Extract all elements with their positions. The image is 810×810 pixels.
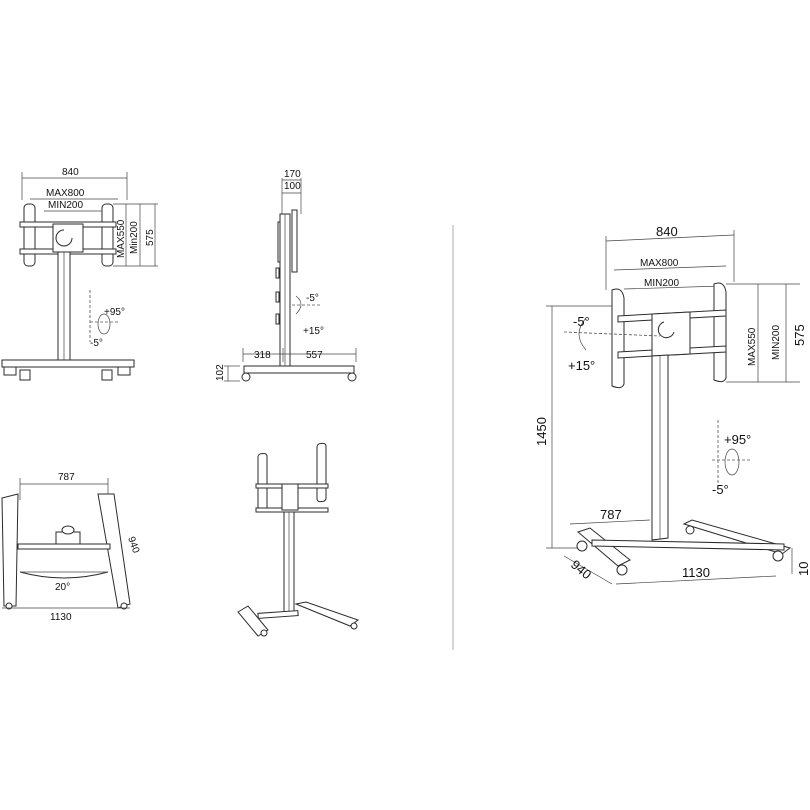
front-width-label: 840 — [62, 167, 79, 178]
side-base — [243, 365, 355, 374]
front-base — [1, 359, 135, 368]
iso-wheel-3 — [685, 525, 695, 535]
side-base-rear-label: 318 — [254, 350, 271, 361]
iso-swivel-up-label: +95° — [724, 432, 751, 447]
top-leg-left — [1, 493, 19, 607]
front-vesa-max-h-label: MAX800 — [46, 188, 85, 199]
iso-tilt-pos-label: +15° — [568, 358, 595, 373]
front-height-575-label: 575 — [145, 229, 156, 246]
iso-width-label: 840 — [656, 224, 678, 239]
iso-height-575-label: 575 — [792, 324, 807, 346]
side-wheel-rear — [241, 372, 251, 382]
iso-wheel-4 — [772, 550, 784, 562]
iso-swivel-down-label: -5° — [712, 482, 729, 497]
front-frame-left — [23, 203, 36, 267]
iso-wheel-2 — [616, 564, 628, 576]
side-d170-label: 170 — [284, 169, 301, 180]
small-iso-leg-left — [237, 605, 269, 637]
side-tilt-neg-label: -5° — [306, 293, 319, 304]
front-wheel-1 — [3, 366, 17, 376]
front-vesa-min-v-label: Min200 — [129, 221, 140, 254]
front-wheel-4 — [117, 366, 131, 376]
iso-inner-width-label: 787 — [600, 507, 622, 522]
iso-vesa-min-h-label: MIN200 — [644, 278, 679, 289]
front-vesa-plate — [52, 223, 84, 253]
top-width-label: 787 — [58, 472, 75, 483]
iso-vesa-plate — [651, 311, 691, 357]
iso-frame-left — [611, 288, 625, 389]
iso-vesa-max-h-label: MAX800 — [640, 258, 679, 269]
top-base-width-label: 1130 — [50, 612, 72, 623]
top-depth-label: 940 — [125, 535, 141, 555]
iso-vesa-max-v-label: MAX550 — [747, 327, 758, 366]
large-iso-view: 840 MAX800 MIN200 MAX550 MIN200 575 -5° … — [534, 224, 810, 585]
side-d100-label: 100 — [284, 181, 301, 192]
front-tilt-up-label: +95° — [104, 307, 125, 318]
side-wheel-front — [347, 372, 357, 382]
side-view: 170 100 -5° +15° 318 557 1 — [215, 169, 357, 382]
iso-total-height-label: 1450 — [534, 417, 549, 446]
front-wheel-2 — [19, 369, 31, 381]
front-tilt-down-label: -5° — [90, 338, 103, 349]
front-vesa-min-h-label: MIN200 — [48, 200, 83, 211]
top-angle-label: 20° — [55, 582, 70, 593]
iso-tilt-neg-label: -5° — [573, 314, 590, 329]
front-view: 840 MAX800 MIN200 MAX550 Min200 575 +95°… — [1, 167, 158, 381]
iso-cut-right-label: 10 — [796, 562, 810, 576]
front-wheel-3 — [101, 369, 113, 381]
side-wheel-height-label: 102 — [215, 364, 226, 381]
top-leg-right — [97, 493, 131, 609]
front-frame-right — [101, 203, 114, 267]
iso-frame-right — [713, 282, 727, 383]
top-view: 787 20° 940 1130 — [1, 472, 141, 623]
iso-base-width-label: 1130 — [682, 565, 710, 580]
iso-vesa-min-v-label: MIN200 — [771, 325, 782, 360]
top-crossbar — [17, 543, 111, 550]
iso-base-bar — [591, 539, 785, 551]
iso-leg-left — [577, 527, 631, 567]
side-base-front-label: 557 — [306, 350, 323, 361]
side-tilt-pos-label: +15° — [303, 326, 324, 337]
side-screen — [291, 209, 298, 273]
front-vesa-max-v-label: MAX550 — [116, 219, 127, 258]
small-iso-leg-right — [294, 601, 360, 627]
small-iso-view — [237, 442, 360, 637]
iso-wheel-1 — [576, 540, 588, 552]
